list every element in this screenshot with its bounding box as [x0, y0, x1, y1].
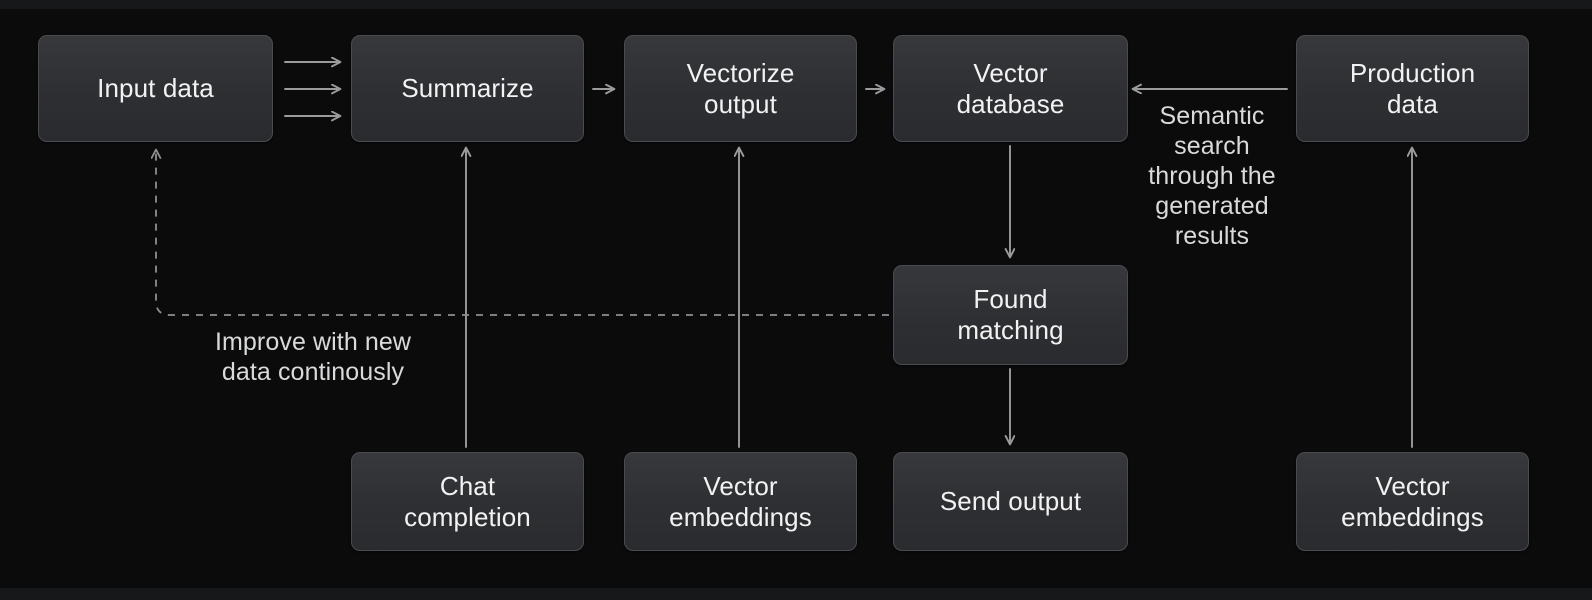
node-summarize-label: Summarize	[401, 73, 534, 104]
node-summarize[interactable]: Summarize	[351, 35, 584, 142]
node-input-data[interactable]: Input data	[38, 35, 273, 142]
node-send-output-label: Send output	[939, 486, 1082, 517]
connector-found-matching-to-input-data	[156, 150, 889, 316]
node-input-data-label: Input data	[97, 73, 214, 104]
node-send-output[interactable]: Send output	[893, 452, 1128, 551]
